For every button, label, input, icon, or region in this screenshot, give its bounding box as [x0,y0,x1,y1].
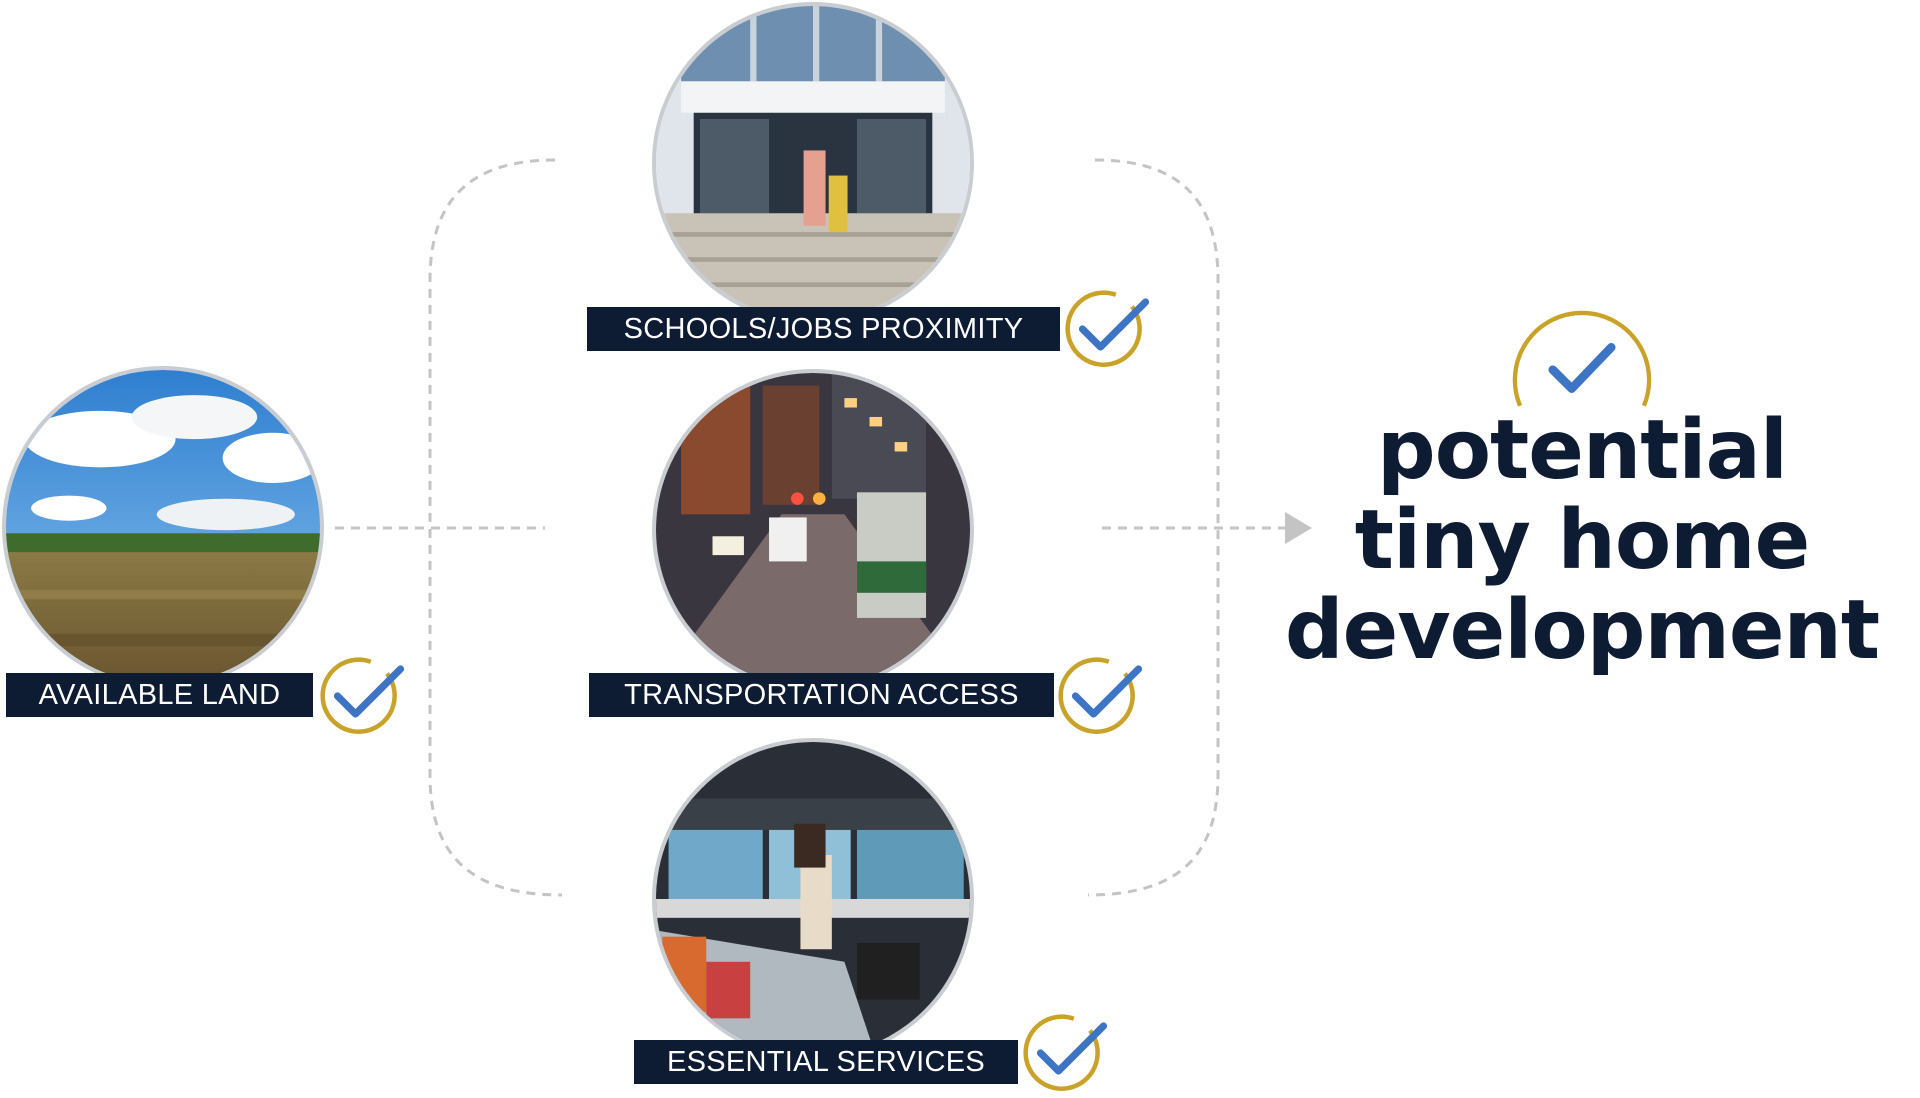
transportation-check-icon [1053,651,1143,741]
available-land-label: AVAILABLE LAND [6,673,313,717]
schools-jobs-check-icon [1060,284,1150,374]
right-bracket [1087,158,1220,897]
available-land-check-icon [315,651,405,741]
essential-services-photo [652,738,974,1060]
transportation-photo [652,369,974,691]
outcome-line-3: development [1284,583,1880,678]
essential-services-label: ESSENTIAL SERVICES [634,1040,1018,1084]
essential-services-check-icon [1018,1008,1108,1098]
schools-jobs-photo [652,2,974,324]
outcome-headline: potential tiny home development [1262,406,1902,676]
schools-jobs-label: SCHOOLS/JOBS PROXIMITY [587,307,1060,351]
arrow-head-icon [1285,512,1312,544]
outcome-line-2: tiny home [1354,493,1810,588]
available-land-photo [2,366,324,688]
left-bracket [428,158,563,897]
transportation-label: TRANSPORTATION ACCESS [589,673,1054,717]
outcome-line-1: potential [1377,403,1788,498]
outcome-check-icon [1496,282,1668,454]
